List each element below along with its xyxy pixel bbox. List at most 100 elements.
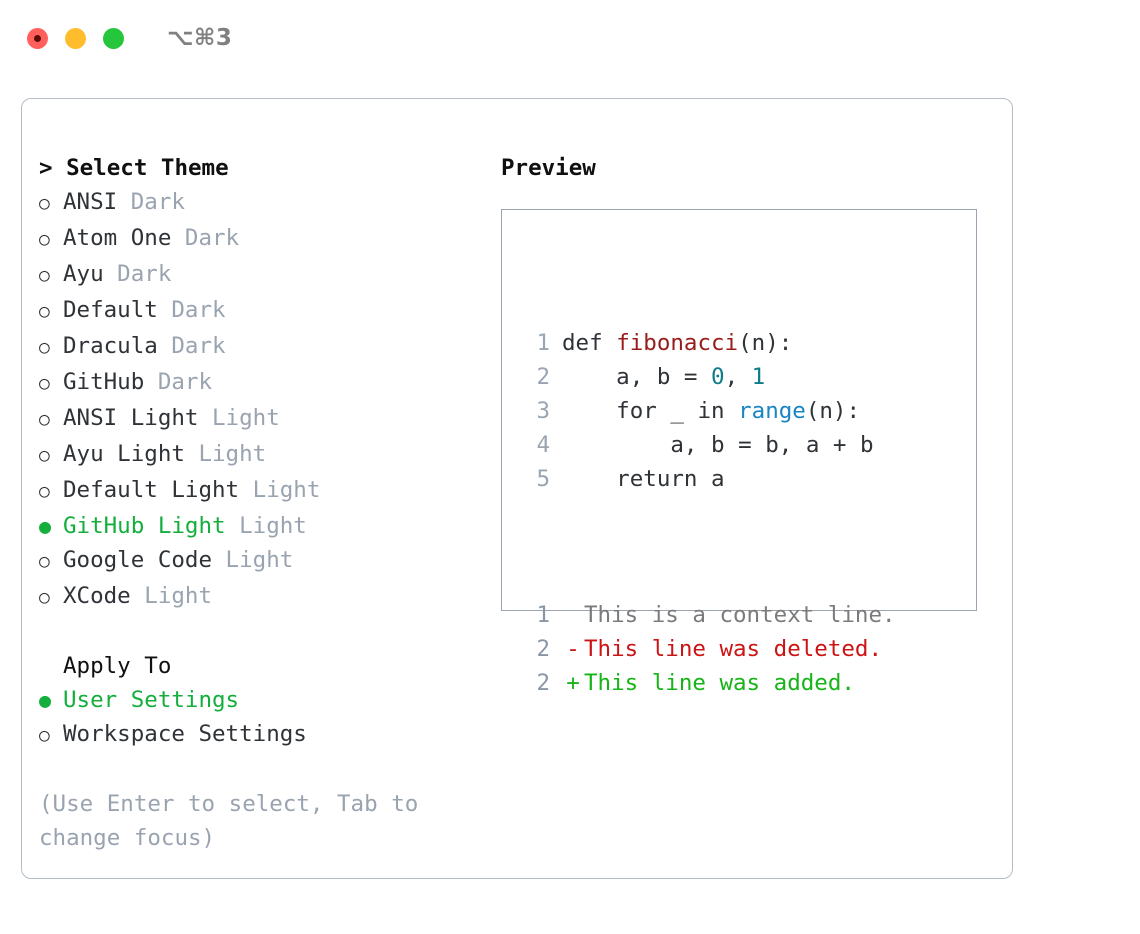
theme-option-variant: Light bbox=[184, 441, 267, 467]
diff-marker bbox=[562, 598, 584, 632]
radio-unselected-icon: ○ bbox=[39, 229, 50, 250]
diff-line-text: This is a context line. bbox=[584, 602, 896, 628]
shortcut-label: ⌥⌘3 bbox=[167, 25, 233, 51]
traffic-light-buttons bbox=[27, 27, 124, 49]
code-token-func: fibonacci bbox=[616, 330, 739, 356]
diff-marker: - bbox=[566, 636, 580, 662]
diff-line-text: This line was deleted. bbox=[584, 636, 883, 662]
apply-to-option-label: User Settings bbox=[63, 687, 240, 713]
theme-option-variant: Light bbox=[225, 513, 307, 539]
apply-to-option-list[interactable]: ● User Settings ○ Workspace Settings bbox=[39, 683, 489, 753]
code-token-plain: , bbox=[724, 364, 752, 390]
code-line: 1 def fibonacci(n): bbox=[522, 326, 896, 360]
code-token-plain: def bbox=[562, 330, 617, 356]
theme-option-atom-one[interactable]: ○ Atom One Dark bbox=[39, 221, 489, 257]
theme-option-label: GitHub bbox=[63, 369, 145, 395]
code-token-plain: return a bbox=[562, 466, 725, 492]
theme-option-github[interactable]: ○GitHub Dark bbox=[39, 365, 489, 401]
theme-picker-column: > Select Theme ○ANSI Dark○Atom One Dark○… bbox=[39, 151, 489, 855]
diff-line-number: 1 bbox=[536, 602, 550, 628]
theme-option-label: ANSI Light bbox=[63, 405, 199, 431]
theme-option-variant: Dark bbox=[144, 369, 213, 395]
radio-unselected-icon: ○ bbox=[39, 587, 50, 608]
theme-option-label: Google Code bbox=[63, 547, 213, 573]
theme-option-label: Dracula bbox=[63, 333, 158, 359]
radio-unselected-icon: ○ bbox=[39, 445, 50, 466]
radio-unselected-icon: ○ bbox=[39, 725, 50, 746]
radio-unselected-icon: ○ bbox=[39, 337, 50, 358]
main-panel: > Select Theme ○ANSI Dark○Atom One Dark○… bbox=[21, 98, 1013, 879]
diff-sample: 1 This is a context line. 2-This line was… bbox=[522, 598, 896, 700]
theme-option-variant: Dark bbox=[117, 189, 185, 215]
code-line-number: 5 bbox=[536, 466, 550, 492]
theme-option-label: XCode bbox=[63, 583, 131, 609]
apply-to-heading: Apply To bbox=[63, 653, 172, 679]
apply-to-option-workspace-settings[interactable]: ○ Workspace Settings bbox=[39, 717, 489, 753]
theme-option-default[interactable]: ○ Default Dark bbox=[39, 293, 489, 329]
code-token-plain: (n): bbox=[738, 330, 793, 356]
theme-option-dracula[interactable]: ○ Dracula Dark bbox=[39, 329, 489, 365]
theme-option-variant: Dark bbox=[157, 297, 226, 323]
theme-option-default-light[interactable]: ○Default Light Light bbox=[39, 473, 489, 509]
minimize-button-icon[interactable] bbox=[65, 27, 86, 49]
radio-unselected-icon: ○ bbox=[39, 409, 50, 430]
maximize-button-icon[interactable] bbox=[103, 27, 124, 49]
code-line: 5 return a bbox=[522, 462, 896, 496]
code-line: 2 a, b = 0, 1 bbox=[522, 360, 896, 394]
radio-selected-icon: ● bbox=[39, 514, 52, 538]
code-line-number: 2 bbox=[536, 364, 550, 390]
diff-line-number: 2 bbox=[536, 670, 550, 696]
diff-line-text: This line was added. bbox=[584, 670, 855, 696]
code-token-builtin: range bbox=[738, 398, 806, 424]
theme-option-list[interactable]: ○ANSI Dark○Atom One Dark○Ayu Dark○Defaul… bbox=[39, 185, 489, 615]
code-token-plain: a, b = b, a + b bbox=[562, 432, 874, 458]
radio-unselected-icon: ○ bbox=[39, 481, 50, 502]
theme-option-ayu[interactable]: ○Ayu Dark bbox=[39, 257, 489, 293]
code-line-number: 4 bbox=[536, 432, 550, 458]
theme-option-label: Ayu Light bbox=[63, 441, 185, 467]
theme-option-github-light[interactable]: ● GitHub Light Light bbox=[39, 509, 489, 543]
theme-option-ayu-light[interactable]: ○ Ayu Light Light bbox=[39, 437, 489, 473]
theme-option-variant: Light bbox=[130, 583, 213, 609]
radio-selected-icon: ● bbox=[39, 688, 52, 712]
page-title: > Select Theme bbox=[39, 155, 229, 181]
diff-marker: + bbox=[566, 670, 580, 696]
theme-option-xcode[interactable]: ○ XCode Light bbox=[39, 579, 489, 615]
theme-option-variant: Dark bbox=[157, 333, 226, 359]
title-bar: ⌥⌘3 bbox=[0, 0, 1140, 76]
theme-option-ansi[interactable]: ○ ANSI Dark bbox=[39, 185, 489, 221]
keyboard-hint-text: (Use Enter to select, Tab to change focu… bbox=[39, 791, 432, 851]
diff-line-add: 2 +This line was added. bbox=[522, 666, 896, 700]
code-line: 3 for _ in range(n): bbox=[522, 394, 896, 428]
theme-option-label: GitHub Light bbox=[63, 513, 226, 539]
code-token-num: 0 bbox=[711, 364, 725, 390]
theme-option-variant: Light bbox=[198, 405, 280, 431]
code-line-number: 1 bbox=[536, 330, 550, 356]
diff-line-number: 2 bbox=[536, 636, 550, 662]
theme-option-label: Atom One bbox=[63, 225, 172, 251]
apply-to-option-user-settings[interactable]: ● User Settings bbox=[39, 683, 489, 717]
preview-title: Preview bbox=[501, 155, 596, 181]
radio-unselected-icon: ○ bbox=[39, 193, 50, 214]
diff-line-del: 2-This line was deleted. bbox=[522, 632, 896, 666]
theme-option-ansi-light[interactable]: ○ ANSI Light Light bbox=[39, 401, 489, 437]
radio-unselected-icon: ○ bbox=[39, 551, 50, 572]
apply-to-option-label: Workspace Settings bbox=[63, 721, 307, 747]
code-token-plain: for _ in bbox=[562, 398, 739, 424]
theme-option-label: Ayu bbox=[63, 261, 104, 287]
code-line: 4 a, b = b, a + b bbox=[522, 428, 896, 462]
close-button-icon[interactable] bbox=[27, 27, 48, 49]
radio-unselected-icon: ○ bbox=[39, 301, 50, 322]
theme-option-label: Default bbox=[63, 297, 158, 323]
theme-option-google-code[interactable]: ○Google Code Light bbox=[39, 543, 489, 579]
code-token-plain: (n): bbox=[805, 398, 861, 424]
code-token-num: 1 bbox=[751, 364, 766, 390]
theme-option-variant: Light bbox=[239, 477, 321, 503]
theme-option-variant: Dark bbox=[171, 225, 240, 251]
theme-option-label: ANSI bbox=[63, 189, 118, 215]
